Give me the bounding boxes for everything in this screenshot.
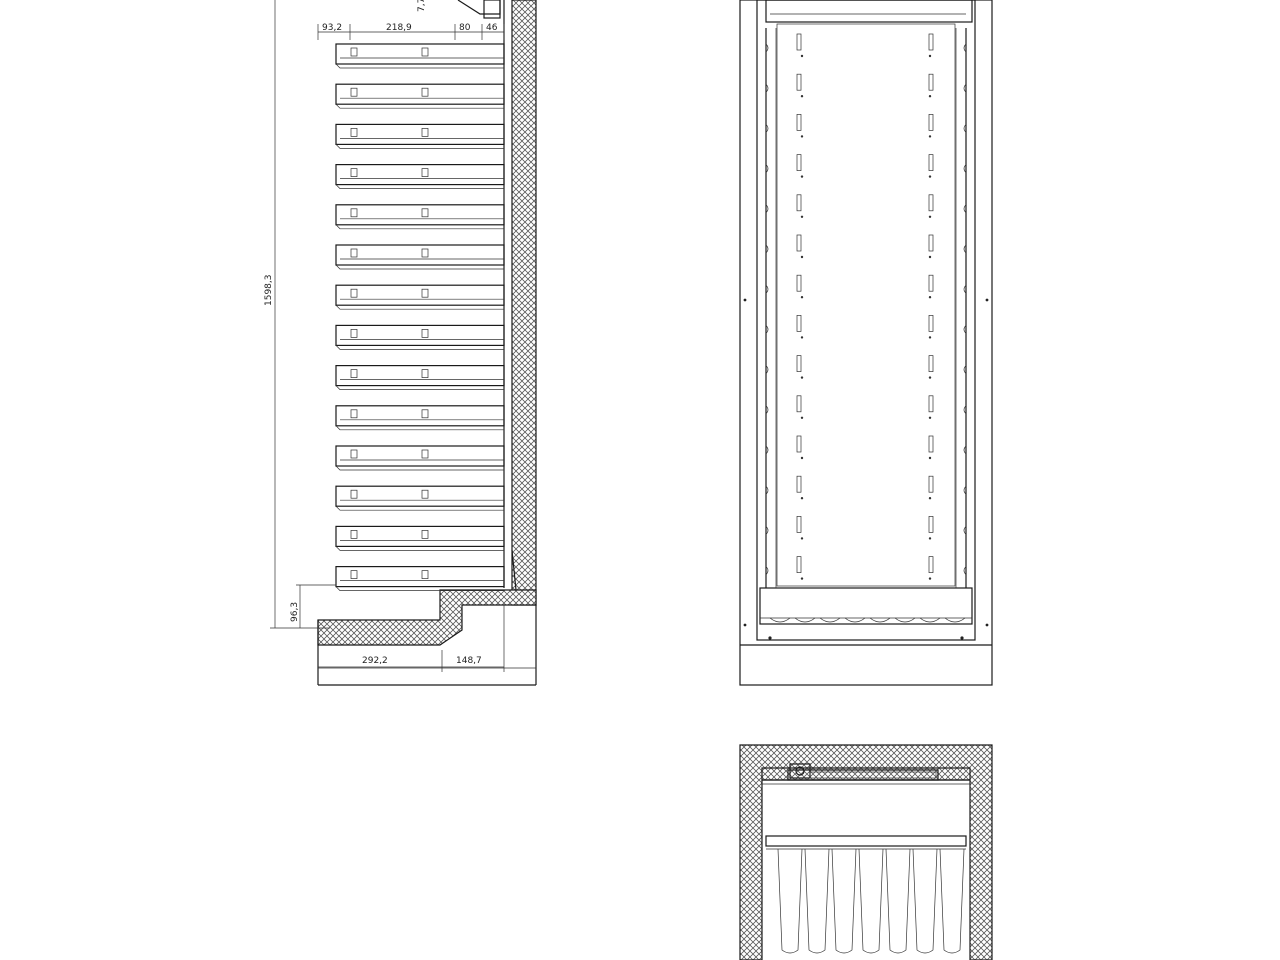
shelf — [335, 485, 505, 511]
rack-slot — [858, 848, 884, 954]
rack-row — [765, 194, 967, 218]
rack-row — [765, 315, 967, 339]
shelf — [335, 164, 505, 189]
rack-slot — [804, 848, 830, 954]
side-wall-insulation — [511, 0, 537, 606]
bottom-slot — [894, 617, 916, 623]
bottom-slot — [919, 617, 941, 623]
dim-top-small-a: 80 — [459, 23, 471, 33]
front-view — [739, 0, 993, 686]
rack-row — [765, 516, 967, 540]
rack-slot — [939, 848, 965, 954]
shelf — [335, 525, 505, 551]
rack-slot — [912, 848, 938, 954]
rack-slot — [831, 848, 857, 954]
dim-height-total: 1598,3 — [264, 275, 274, 307]
rack-slot — [777, 848, 803, 954]
rack-row — [765, 556, 967, 580]
rack-row — [765, 154, 967, 178]
rack-row — [765, 395, 967, 419]
dim-top-small-b: 46 — [486, 23, 498, 33]
rack-row — [765, 475, 967, 500]
shelf — [335, 204, 505, 230]
rack-row — [765, 114, 967, 138]
rack-row — [765, 73, 967, 98]
rack-row — [765, 355, 967, 379]
rack-row — [765, 274, 967, 299]
rack-row — [765, 435, 967, 460]
side-view: 93,2 218,9 80 46 7,7 1598,3 96,3 292,2 1… — [264, 0, 537, 686]
dim-bottom-left: 292,2 — [362, 656, 388, 666]
shelf — [335, 405, 505, 431]
shelf — [335, 123, 505, 149]
shelf — [335, 324, 505, 350]
dim-bottom-right: 148,7 — [456, 656, 482, 666]
bottom-slot — [819, 617, 841, 623]
bottom-slot — [944, 617, 966, 623]
shelf — [335, 365, 505, 390]
dim-top-left: 93,2 — [322, 23, 342, 33]
shelf — [335, 83, 505, 109]
side-base-insulation — [317, 589, 537, 646]
rack-slot — [885, 848, 911, 954]
top-view — [739, 744, 993, 960]
shelf — [335, 445, 505, 471]
bottom-slot — [869, 617, 891, 623]
top-slots — [777, 848, 965, 954]
front-racks — [765, 33, 967, 580]
rack-row — [765, 234, 967, 259]
bottom-slot — [769, 617, 791, 623]
rack-row — [765, 33, 967, 58]
front-outer-frame — [739, 0, 993, 686]
dim-plinth-height: 96,3 — [290, 602, 300, 622]
shelf — [335, 284, 505, 310]
front-bottom-slots — [769, 617, 966, 623]
bottom-slot — [844, 617, 866, 623]
shelf — [335, 565, 505, 591]
dim-top-middle: 218,9 — [386, 23, 412, 33]
side-shelves — [335, 43, 505, 591]
bottom-slot — [794, 617, 816, 623]
shelf — [335, 43, 505, 69]
shelf — [335, 244, 505, 270]
dim-top-vertical: 7,7 — [417, 0, 427, 12]
